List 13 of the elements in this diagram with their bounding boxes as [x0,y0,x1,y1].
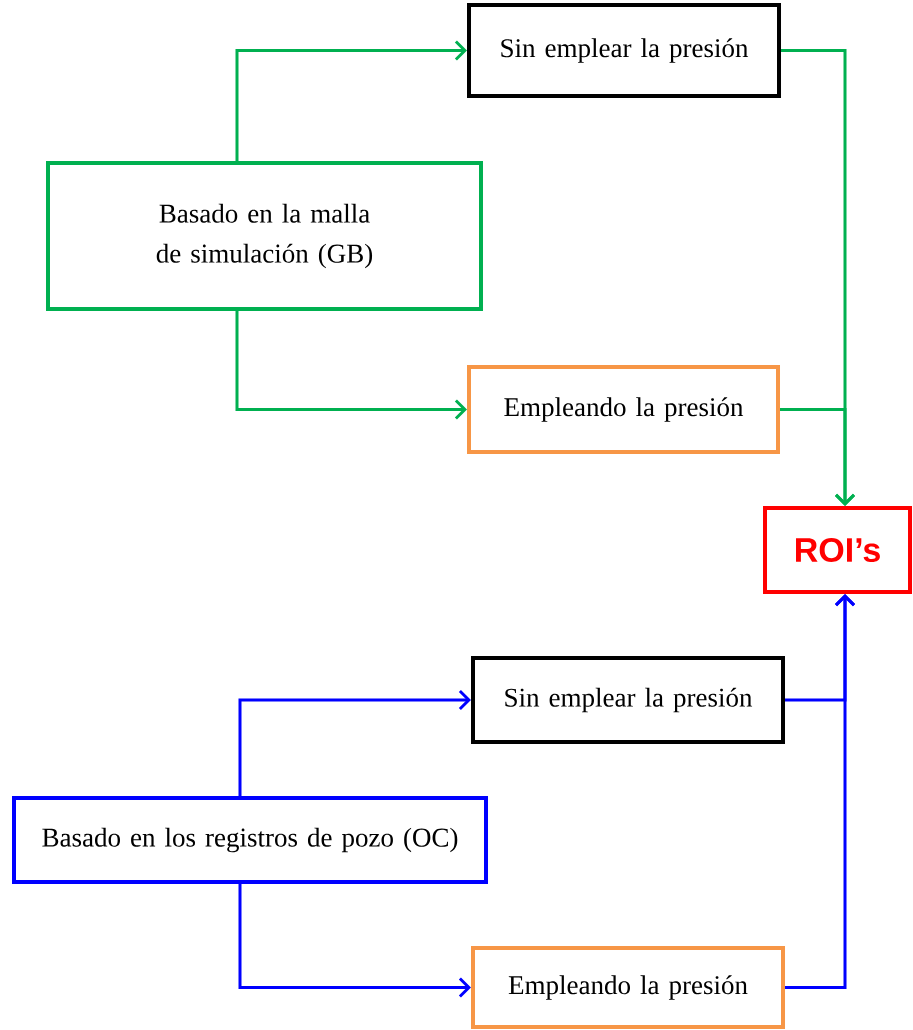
arrow [238,689,471,796]
arrow [785,594,856,989]
arrow [235,311,467,420]
process-box: Sin emplear la presión [467,3,781,98]
process-box: Basado en la malla de simulación (GB) [46,161,483,311]
arrow [780,408,856,506]
result-box: ROI’s [763,506,912,594]
arrow [238,884,471,998]
process-box: Empleando la presión [471,946,785,1029]
process-box: Sin emplear la presión [471,656,785,744]
process-box: Empleando la presión [467,365,780,454]
process-box: Basado en los registros de pozo (OC) [12,796,488,884]
arrow [235,40,467,161]
